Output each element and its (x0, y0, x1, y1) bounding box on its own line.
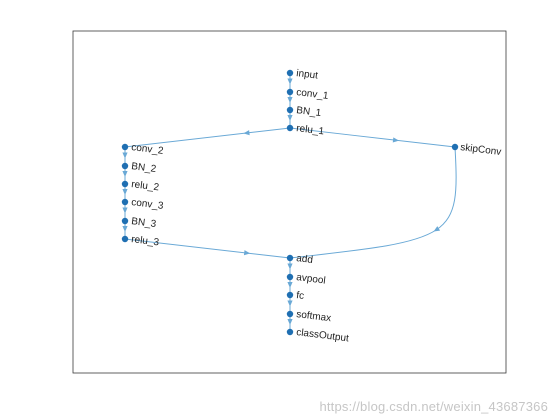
node-label-input: input (296, 68, 319, 82)
arrow-skipConv-to-add (433, 226, 441, 232)
node-label-relu_1: relu_1 (296, 123, 325, 137)
node-conv_2[interactable] (121, 143, 129, 151)
node-label-BN_2: BN_2 (131, 161, 158, 175)
arrow-BN_3-to-relu_3 (122, 226, 128, 232)
node-label-conv_1: conv_1 (296, 87, 330, 102)
node-relu_2[interactable] (121, 180, 129, 188)
arrow-fc-to-softmax (287, 300, 293, 307)
arrow-relu_1-to-skipConv (392, 137, 400, 143)
arrow-add-to-avpool (287, 263, 293, 270)
labels-layer: input conv_1BN_1 relu_1 conv_2BN_2 relu_2con… (131, 68, 502, 344)
node-label-relu_2: relu_2 (131, 179, 160, 193)
arrow-conv_3-to-BN_3 (122, 207, 128, 214)
node-label-BN_1: BN_1 (296, 105, 323, 119)
node-label-avpool: avpool (296, 272, 327, 287)
nodes-layer (121, 69, 459, 336)
node-BN_1[interactable] (286, 106, 294, 114)
node-softmax[interactable] (286, 310, 294, 318)
arrow-conv_2-to-BN_2 (122, 152, 128, 159)
node-skipConv[interactable] (451, 143, 459, 151)
arrow-BN_1-to-relu_1 (287, 115, 293, 121)
node-conv_1[interactable] (286, 88, 294, 96)
node-label-conv_3: conv_3 (131, 197, 165, 212)
node-label-conv_2: conv_2 (131, 142, 165, 157)
node-add[interactable] (286, 254, 294, 262)
node-relu_3[interactable] (121, 235, 129, 243)
arrow-BN_2-to-relu_2 (122, 171, 128, 177)
node-classOutput[interactable] (286, 328, 294, 336)
node-fc[interactable] (286, 291, 294, 299)
watermark-text: https://blog.csdn.net/weixin_43687366 (319, 399, 548, 414)
arrow-input-to-conv_1 (287, 78, 293, 85)
node-label-relu_3: relu_3 (131, 234, 160, 248)
arrow-relu_2-to-conv_3 (122, 189, 128, 195)
node-avpool[interactable] (286, 273, 294, 281)
arrow-softmax-to-classOutput (287, 319, 293, 325)
node-relu_1[interactable] (286, 124, 294, 132)
node-BN_3[interactable] (121, 217, 129, 225)
arrow-relu_3-to-add (243, 250, 251, 256)
arrow-relu_1-to-conv_2 (243, 130, 250, 136)
node-input[interactable] (286, 69, 294, 77)
node-label-softmax: softmax (296, 309, 332, 324)
arrow-conv_1-to-BN_1 (287, 97, 293, 103)
arrow-avpool-to-fc (287, 282, 293, 288)
node-label-BN_3: BN_3 (131, 216, 158, 230)
node-BN_2[interactable] (121, 162, 129, 170)
node-label-add: add (296, 253, 314, 266)
node-label-skipConv: skipConv (460, 142, 502, 158)
node-label-fc: fc (296, 290, 305, 302)
node-conv_3[interactable] (121, 198, 129, 206)
